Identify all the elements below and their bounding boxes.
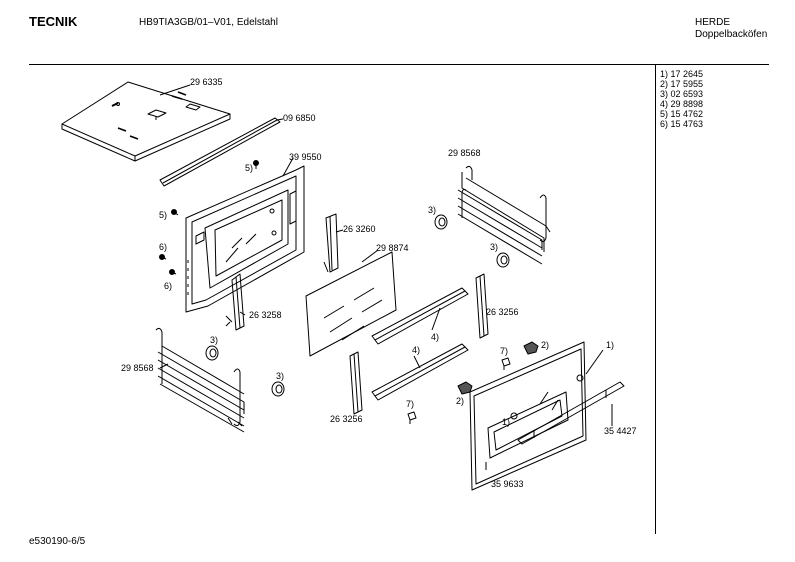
ref-label: 1) (606, 340, 614, 350)
legend-item: 4) 29 8898 (660, 99, 704, 109)
side-profile (349, 351, 363, 415)
oven-door (469, 341, 587, 491)
inner-door-frame (185, 165, 305, 313)
roller-icon (434, 214, 448, 230)
part-legend: 1) 17 2645 2) 17 5955 3) 02 6593 4) 29 8… (660, 69, 703, 129)
leader-line (159, 363, 169, 369)
door-handle (517, 381, 625, 445)
roller-icon (271, 381, 285, 397)
ref-label: 3) (428, 205, 436, 215)
part-label: 39 9550 (289, 152, 322, 162)
part-label: 29 8568 (448, 148, 481, 158)
ref-label: 3) (276, 371, 284, 381)
part-label: 29 8568 (121, 363, 154, 373)
category-label: HERDE (695, 17, 731, 28)
ref-label: 6) (159, 242, 167, 252)
screw-icon (253, 160, 259, 169)
part-label: 26 3256 (486, 307, 519, 317)
model-title: HB9TIA3GB/01–V01, Edelstahl (139, 17, 278, 28)
clip-icon (501, 357, 511, 370)
leader-line (431, 307, 441, 331)
top-plate (61, 81, 231, 162)
hinge-icon (523, 341, 539, 355)
leader-line (159, 84, 191, 96)
part-label: 29 6335 (190, 77, 223, 87)
part-label: 35 4427 (604, 426, 637, 436)
legend-item: 2) 17 5955 (660, 79, 704, 89)
glass-profile (371, 287, 469, 345)
ref-label: 6) (164, 281, 172, 291)
subcategory-label: Doppelbacköfen (695, 29, 768, 40)
leader-line (335, 229, 344, 233)
door-profile (323, 213, 339, 273)
leader-line (282, 157, 294, 177)
leader-line (585, 349, 604, 375)
hinge-icon (457, 381, 473, 395)
ref-label: 4) (412, 345, 420, 355)
side-profile (475, 273, 489, 339)
roller-icon (496, 252, 510, 268)
part-label: 35 9633 (491, 479, 524, 489)
ref-label: 5) (159, 210, 167, 220)
brand-name: TECNIK (29, 14, 78, 29)
roller-icon (205, 345, 219, 361)
leader-line (413, 355, 421, 369)
header-divider (29, 64, 769, 65)
ref-label: 7) (406, 399, 414, 409)
legend-item: 3) 02 6593 (660, 89, 704, 99)
legend-item: 6) 15 4763 (660, 119, 704, 129)
part-label: 26 3258 (249, 310, 282, 320)
legend-item: 1) 17 2645 (660, 69, 704, 79)
leader-line (361, 249, 379, 263)
clip-icon (407, 411, 417, 424)
ref-label: 3) (490, 242, 498, 252)
document-code: e530190-6/5 (29, 536, 86, 547)
ref-label: 5) (245, 163, 253, 173)
ref-label: 7) (500, 346, 508, 356)
screw-icon (169, 269, 177, 275)
ref-label: 4) (431, 332, 439, 342)
oven-rack (457, 165, 551, 265)
ref-label: 3) (210, 335, 218, 345)
glass-profile (371, 343, 469, 401)
glass-pane (305, 251, 397, 357)
leader-line (276, 118, 284, 121)
screw-icon (159, 254, 167, 260)
seal-strip (159, 117, 281, 187)
part-label: 29 8874 (376, 243, 409, 253)
ref-label: 2) (456, 396, 464, 406)
oven-rack (155, 327, 245, 433)
legend-item: 5) 15 4762 (660, 109, 704, 119)
door-profile (225, 273, 245, 331)
part-label: 26 3256 (330, 414, 363, 424)
legend-divider (655, 64, 656, 534)
screw-icon (171, 209, 179, 216)
ref-label: 2) (541, 340, 549, 350)
leader-line (239, 311, 246, 316)
part-label: 26 3260 (343, 224, 376, 234)
ref-label: 1) (502, 417, 510, 427)
part-label: 09 6850 (283, 113, 316, 123)
